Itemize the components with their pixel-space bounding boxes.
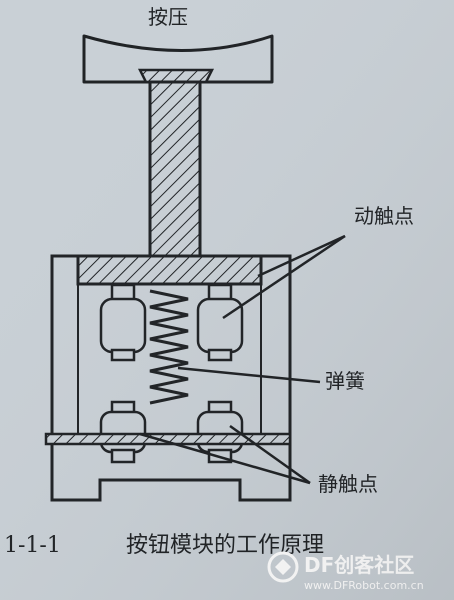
- watermark-url: www.DFRobot.com.cn: [304, 579, 424, 592]
- label-static-contact: 静触点: [318, 472, 378, 496]
- plunger-stem: [148, 80, 202, 259]
- moving-contact-right: [196, 283, 244, 362]
- housing: [50, 254, 292, 502]
- moving-contact-left: [99, 283, 147, 362]
- label-moving-contact: 动触点: [354, 204, 414, 228]
- spring: [149, 289, 189, 405]
- figure-number: 1-1-1: [4, 533, 61, 558]
- label-press: 按压: [148, 5, 188, 29]
- watermark: DF创客社区 www.DFRobot.com.cn: [267, 551, 424, 592]
- label-spring: 弹簧: [325, 369, 365, 393]
- figure-title: 按钮模块的工作原理: [126, 533, 324, 558]
- slider-block: [76, 254, 263, 286]
- watermark-brand: DF创客社区: [304, 553, 414, 577]
- stem-neck: [137, 68, 215, 84]
- static-contact-left: [99, 400, 147, 464]
